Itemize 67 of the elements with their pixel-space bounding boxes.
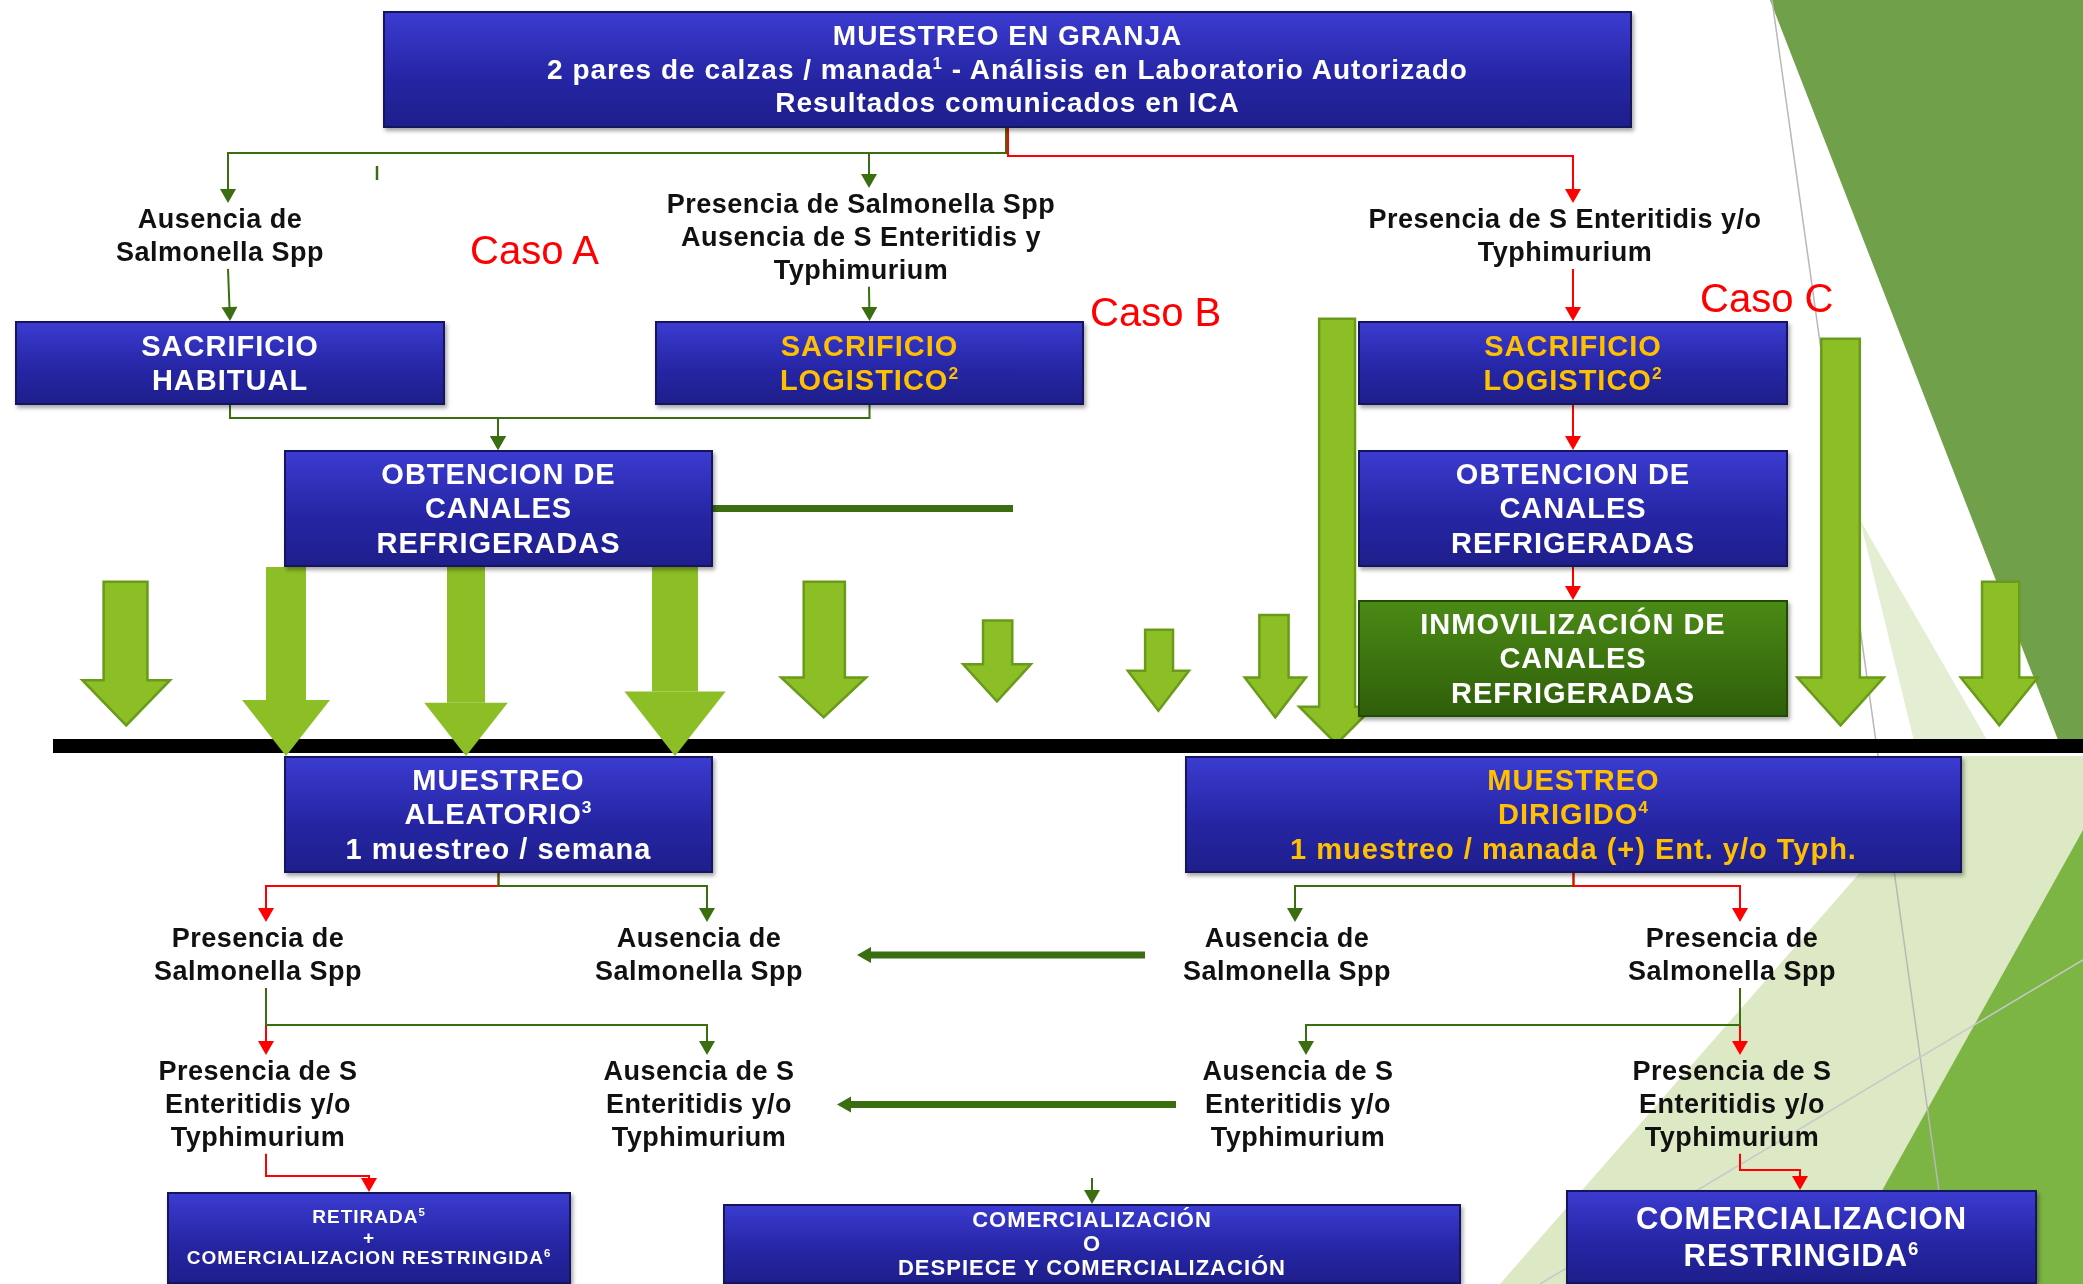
result-text: Presencia de S Enteritidis y/o Typhimurium <box>1367 203 1763 269</box>
box-text: + <box>362 1227 376 1249</box>
connector-arrow <box>1565 566 1581 600</box>
box-text: SACRIFICIO LOGISTICO$^{2}$ <box>778 328 961 398</box>
box-text: MUESTREO <box>412 763 585 798</box>
process-box <box>655 321 1084 405</box>
case-label: Caso A <box>470 228 599 272</box>
box-text: INMOVILIZACIÓN DE CANALES REFRIGERADAS <box>1419 607 1727 710</box>
holding-box <box>1358 600 1788 717</box>
connector-arrow <box>490 404 871 450</box>
box-text: OBTENCION DE CANALES REFRIGERADAS <box>1450 457 1696 560</box>
box-text: SACRIFICIO LOGISTICO$^{2}$ <box>1482 328 1664 398</box>
result-text: Presencia de Salmonella Spp <box>152 922 364 988</box>
box-text: ALEATORIO$^{3}$ <box>404 797 593 832</box>
result-text: Presencia de S Enteritidis y/o Typhimurium <box>157 1055 359 1154</box>
result-text: Ausencia de S Enteritidis y Typhimurium <box>679 220 1043 287</box>
connector-arrow <box>1739 1152 1808 1190</box>
box-text: COMERCIALIZACION RESTRINGIDA$^{6}$ <box>186 1248 552 1269</box>
result-text: Ausencia de Salmonella Spp <box>1181 922 1393 988</box>
result-text: Ausencia de Salmonella Spp <box>593 922 805 988</box>
connector-arrow <box>1572 872 1748 922</box>
process-box <box>1185 756 1962 873</box>
result-text: Ausencia de S Enteritidis y/o Typhimurium <box>602 1055 796 1154</box>
box-text: 1 muestreo / manada (+) Ent. y/o Typh. <box>1290 831 1857 866</box>
process-box <box>167 1192 571 1284</box>
box-text: O <box>1082 1231 1102 1256</box>
box-text: SACRIFICIO HABITUAL <box>140 328 320 398</box>
process-box <box>1358 321 1788 405</box>
connector-arrow <box>624 567 726 756</box>
box-text: RETIRADA$^{5}$ <box>312 1207 426 1228</box>
connector-arrow <box>1298 986 1741 1055</box>
box-text: OBTENCION DE CANALES REFRIGERADAS <box>375 457 622 560</box>
box-text: COMERCIALIZACION RESTRINGIDA$^{6}$ <box>1634 1199 1969 1275</box>
result-text: Ausencia de Salmonella Spp <box>114 203 326 269</box>
connector-arrow <box>861 127 1007 188</box>
box-text: 1 muestreo / semana <box>345 831 652 866</box>
process-box <box>723 1204 1461 1284</box>
box-text: 2 pares de calzas / manada$^{1}$ - Análisis en Laboratorio Autorizado <box>547 52 1468 87</box>
connector-arrow <box>861 285 878 321</box>
box-text: MUESTREO <box>1487 763 1660 798</box>
connector-arrow <box>1565 404 1581 450</box>
box-text: MUESTREO EN GRANJA <box>832 19 1183 53</box>
case-label: Caso B <box>1090 290 1222 334</box>
result-text: Presencia de Salmonella Spp <box>665 188 1057 221</box>
connector-arrow <box>265 1152 377 1192</box>
connector-arrow <box>424 567 508 756</box>
box-text: COMERCIALIZACIÓN <box>972 1207 1212 1232</box>
process-box <box>284 756 713 873</box>
box-text: Resultados comunicados en ICA <box>775 86 1240 120</box>
connector-arrow <box>1565 267 1581 321</box>
connector-arrow <box>1007 127 1581 203</box>
case-label: Caso C <box>1700 276 1834 320</box>
box-text: DESPIECE Y COMERCIALIZACIÓN <box>898 1256 1286 1281</box>
box-text: DIRIGIDO$^{4}$ <box>1498 797 1649 832</box>
result-text: Presencia de S Enteritidis y/o Typhimurium <box>1631 1055 1833 1154</box>
process-box <box>383 11 1632 128</box>
connector-arrow <box>497 872 715 922</box>
process-box <box>1358 450 1788 567</box>
connector-arrow <box>1084 1177 1100 1204</box>
connector-arrow <box>221 267 238 321</box>
process-box <box>284 450 713 567</box>
result-text: Presencia de Salmonella Spp <box>1626 922 1838 988</box>
process-box <box>15 321 445 405</box>
process-box <box>1566 1190 2037 1284</box>
connector-arrow <box>242 567 330 756</box>
result-text: Ausencia de S Enteritidis y/o Typhimurium <box>1201 1055 1395 1154</box>
connector-arrow <box>265 986 715 1055</box>
